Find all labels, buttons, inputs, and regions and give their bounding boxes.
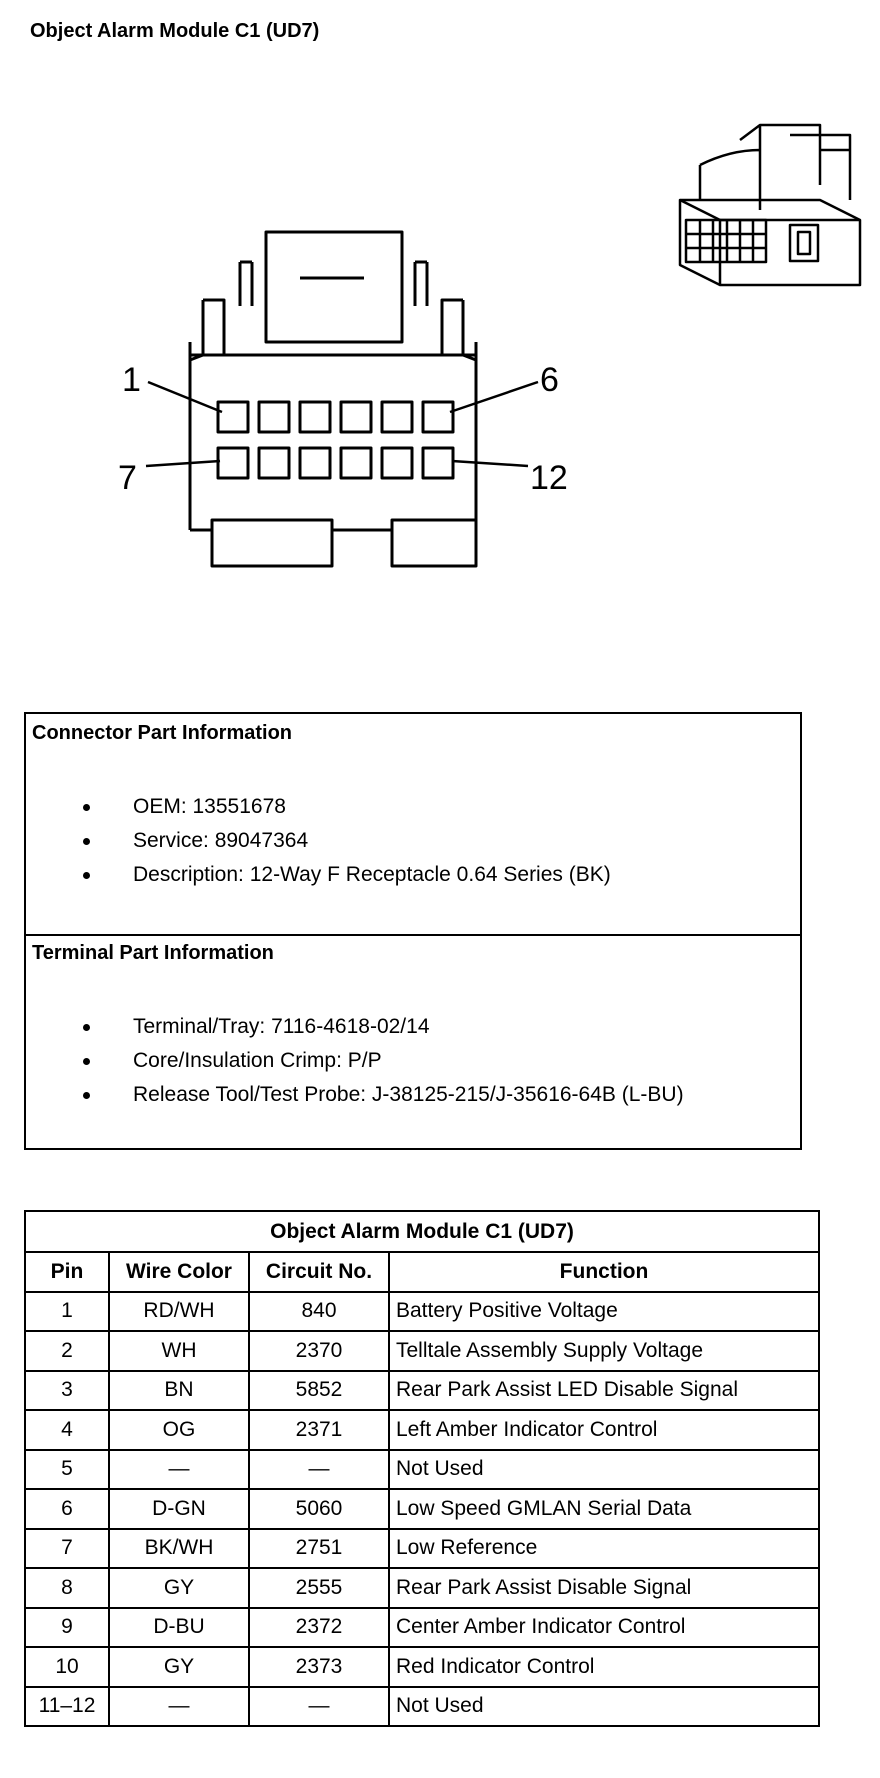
connector-part-info-list: OEM: 13551678 Service: 89047364 Descript…: [26, 790, 611, 892]
circuit-no-cell: 2751: [248, 1527, 390, 1569]
wire-color-cell: OG: [108, 1409, 250, 1451]
pin-label-7: 7: [118, 459, 137, 497]
circuit-no-cell: —: [248, 1685, 390, 1727]
function-cell: Red Indicator Control: [388, 1646, 820, 1688]
circuit-no-cell: 840: [248, 1290, 390, 1332]
table-row: 2 WH 2370 Telltale Assembly Supply Volta…: [24, 1330, 820, 1372]
function-cell: Telltale Assembly Supply Voltage: [388, 1330, 820, 1372]
pin-cell: 2: [24, 1330, 110, 1372]
wire-color-cell: —: [108, 1685, 250, 1727]
terminal-part-info-list: Terminal/Tray: 7116-4618-02/14 Core/Insu…: [26, 1010, 684, 1112]
list-item: Release Tool/Test Probe: J-38125-215/J-3…: [26, 1078, 684, 1112]
table-row: 5 — — Not Used: [24, 1448, 820, 1490]
column-header-pin: Pin: [24, 1251, 110, 1293]
pin-cell: 6: [24, 1488, 110, 1530]
pin-label-12: 12: [530, 459, 568, 497]
list-item: Core/Insulation Crimp: P/P: [26, 1044, 684, 1078]
function-cell: Rear Park Assist Disable Signal: [388, 1567, 820, 1609]
function-cell: Center Amber Indicator Control: [388, 1606, 820, 1648]
pin-cell: 5: [24, 1448, 110, 1490]
pin-cell: 11–12: [24, 1685, 110, 1727]
table-row: 7 BK/WH 2751 Low Reference: [24, 1527, 820, 1569]
circuit-no-cell: —: [248, 1448, 390, 1490]
circuit-no-cell: 5852: [248, 1369, 390, 1411]
circuit-no-cell: 2373: [248, 1646, 390, 1688]
wire-color-cell: D-GN: [108, 1488, 250, 1530]
page-title: Object Alarm Module C1 (UD7): [30, 20, 320, 42]
function-cell: Low Speed GMLAN Serial Data: [388, 1488, 820, 1530]
pin-cell: 8: [24, 1567, 110, 1609]
wire-color-cell: GY: [108, 1567, 250, 1609]
wire-color-cell: RD/WH: [108, 1290, 250, 1332]
pin-table-title: Object Alarm Module C1 (UD7): [24, 1210, 820, 1253]
pin-cell: 9: [24, 1606, 110, 1648]
list-item: Terminal/Tray: 7116-4618-02/14: [26, 1010, 684, 1044]
wire-color-cell: GY: [108, 1646, 250, 1688]
pin-leader-lines: [145, 380, 539, 468]
terminal-part-info-heading: Terminal Part Information: [32, 942, 274, 964]
pin-cavities: [216, 400, 455, 480]
table-row: 6 D-GN 5060 Low Speed GMLAN Serial Data: [24, 1488, 820, 1530]
connector-front-view: [188, 230, 478, 568]
bullet-icon: [83, 838, 90, 845]
connector-part-info: Connector Part Information OEM: 13551678…: [26, 714, 800, 936]
list-item: Service: 89047364: [26, 824, 611, 858]
bullet-icon: [83, 872, 90, 879]
pin-cell: 3: [24, 1369, 110, 1411]
list-item: OEM: 13551678: [26, 790, 611, 824]
function-cell: Not Used: [388, 1448, 820, 1490]
bullet-icon: [83, 1058, 90, 1065]
list-item: Description: 12-Way F Receptacle 0.64 Se…: [26, 858, 611, 892]
terminal-part-info: Terminal Part Information Terminal/Tray:…: [26, 934, 800, 1148]
bullet-icon: [83, 1024, 90, 1031]
wire-color-cell: WH: [108, 1330, 250, 1372]
circuit-no-cell: 2371: [248, 1409, 390, 1451]
connector-part-info-heading: Connector Part Information: [32, 722, 293, 744]
connector-diagram: 1 6 7 12: [118, 123, 862, 568]
function-cell: Battery Positive Voltage: [388, 1290, 820, 1332]
connector-3d-view: [678, 123, 862, 287]
table-row: 9 D-BU 2372 Center Amber Indicator Contr…: [24, 1606, 820, 1648]
circuit-no-cell: 2555: [248, 1567, 390, 1609]
table-row: 8 GY 2555 Rear Park Assist Disable Signa…: [24, 1567, 820, 1609]
table-row: 4 OG 2371 Left Amber Indicator Control: [24, 1409, 820, 1451]
wire-color-cell: —: [108, 1448, 250, 1490]
circuit-no-cell: 2370: [248, 1330, 390, 1372]
function-cell: Not Used: [388, 1685, 820, 1727]
bullet-icon: [83, 1092, 90, 1099]
pin-label-1: 1: [122, 361, 141, 399]
table-row: 11–12 — — Not Used: [24, 1685, 820, 1727]
pin-cell: 7: [24, 1527, 110, 1569]
part-information-box: Connector Part Information OEM: 13551678…: [24, 712, 802, 1150]
table-row: 3 BN 5852 Rear Park Assist LED Disable S…: [24, 1369, 820, 1411]
pin-cell: 4: [24, 1409, 110, 1451]
wire-color-cell: BK/WH: [108, 1527, 250, 1569]
table-header-row: Pin Wire Color Circuit No. Function: [24, 1251, 820, 1293]
wire-color-cell: D-BU: [108, 1606, 250, 1648]
pin-table: Object Alarm Module C1 (UD7) Pin Wire Co…: [24, 1210, 820, 1727]
function-cell: Low Reference: [388, 1527, 820, 1569]
pin-label-6: 6: [540, 361, 559, 399]
column-header-function: Function: [388, 1251, 820, 1293]
column-header-wire-color: Wire Color: [108, 1251, 250, 1293]
column-header-circuit-no: Circuit No.: [248, 1251, 390, 1293]
bullet-icon: [83, 804, 90, 811]
function-cell: Left Amber Indicator Control: [388, 1409, 820, 1451]
table-row: 10 GY 2373 Red Indicator Control: [24, 1646, 820, 1688]
circuit-no-cell: 2372: [248, 1606, 390, 1648]
table-row: 1 RD/WH 840 Battery Positive Voltage: [24, 1290, 820, 1332]
pin-cell: 10: [24, 1646, 110, 1688]
pin-cell: 1: [24, 1290, 110, 1332]
function-cell: Rear Park Assist LED Disable Signal: [388, 1369, 820, 1411]
wire-color-cell: BN: [108, 1369, 250, 1411]
circuit-no-cell: 5060: [248, 1488, 390, 1530]
